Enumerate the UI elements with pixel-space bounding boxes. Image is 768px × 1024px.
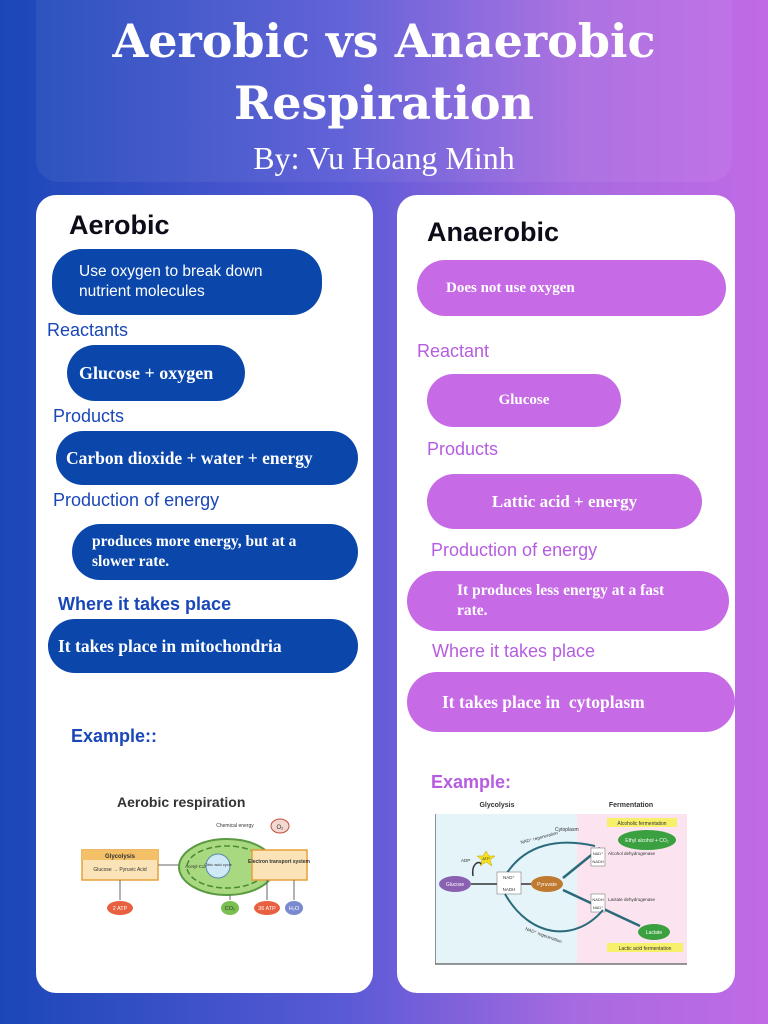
nad-regen-bottom-arrow xyxy=(504,893,604,933)
aerobic-place-label: Where it takes place xyxy=(58,594,232,614)
citric-label: Citric acid cycle xyxy=(204,862,233,867)
anaerobic-energy-pill: It produces less energy at a fast rate. xyxy=(407,571,729,631)
fermentation-region-title: Fermentation xyxy=(609,802,653,809)
anaerobic-example-label: Example: xyxy=(431,772,512,792)
glucose-label: Glucose xyxy=(446,882,465,888)
anaerobic-place-label: Where it takes place xyxy=(432,641,596,661)
ets-box xyxy=(251,849,308,881)
aerobic-example-label: Example:: xyxy=(71,726,158,746)
co2-label: CO₂ xyxy=(225,906,235,912)
aerobic-diagram-title: Aerobic respiration xyxy=(117,794,245,810)
anaerobic-reactant-label: Reactant xyxy=(417,341,490,361)
aerobic-products-pill: Carbon dioxide + water + energy xyxy=(56,431,358,485)
ets-label: Electron transport system xyxy=(248,859,311,865)
lactic-label: Lactic acid fermentation xyxy=(619,946,672,952)
h2o-node xyxy=(285,901,303,915)
anaerobic-definition: Does not use oxygen xyxy=(446,279,575,296)
nad-box-left xyxy=(496,871,522,895)
cytoplasm-label: Cytoplasm xyxy=(555,827,579,833)
o2-label: O₂ xyxy=(277,825,285,831)
atp36-label: 36 ATP xyxy=(258,906,276,912)
lactate-node xyxy=(638,924,670,940)
anaerobic-products-pill: Lattic acid + energy xyxy=(427,474,702,529)
nad-bottom-label: NAD⁺ xyxy=(593,905,604,910)
alcohol-dh-label: Alcohol dehydrogenase xyxy=(608,851,656,856)
nadh-left-label: NADH xyxy=(503,887,516,892)
alcoholic-label: Alcoholic fermentation xyxy=(617,821,666,827)
author-line: By: Vu Hoang Minh xyxy=(253,140,515,176)
anaerobic-fermentation-diagram: Glycolysis Fermentation Cytoplasm Alcoho… xyxy=(435,802,687,965)
h2o-label: H₂O xyxy=(289,906,300,912)
glycolysis-header xyxy=(82,850,158,860)
aerobic-energy-label: Production of energy xyxy=(53,490,220,510)
anaerobic-place: It takes place in cytoplasm xyxy=(442,691,645,712)
citric-acid-cycle xyxy=(205,853,231,879)
aerobic-energy-pill: produces more energy, but at a slower ra… xyxy=(72,524,358,580)
ethyl-node xyxy=(618,830,676,850)
atp-label: ATP xyxy=(482,856,490,861)
atp2-label: 2 ATP xyxy=(113,906,128,912)
aerobic-heading: Aerobic xyxy=(69,210,170,240)
glucose-pyruvic-label: Glucose → Pyruvic Acid xyxy=(93,867,147,873)
alcoholic-label-box xyxy=(607,818,677,827)
anaerobic-heading: Anaerobic xyxy=(427,217,560,247)
lactate-dh-label: Lactate dehydrogenase xyxy=(608,897,656,902)
nad-left-label: NAD⁺ xyxy=(503,875,516,880)
aerobic-place: It takes place in mitochondria xyxy=(58,635,282,656)
title-line-2: Respiration xyxy=(234,76,534,130)
aerobic-respiration-diagram: Aerobic respiration Glycolysis Glucose →… xyxy=(81,794,311,915)
title-line-1: Aerobic vs Anaerobic xyxy=(112,14,656,68)
anaerobic-energy: It produces less energy at a fast rate. xyxy=(457,582,665,619)
aerobic-reactants: Glucose + oxygen xyxy=(79,362,214,383)
anaerobic-reactant: Glucose xyxy=(498,392,550,408)
aerobic-definition-pill: Use oxygen to break down nutrient molecu… xyxy=(52,249,322,315)
aerobic-products-label: Products xyxy=(53,406,125,426)
anaerobic-products-label: Products xyxy=(427,439,499,459)
nad-regen-top-arrow xyxy=(504,841,596,877)
atp2-node xyxy=(107,901,133,915)
nad-top-label: NAD⁺ xyxy=(593,851,604,856)
aerobic-products: Carbon dioxide + water + energy xyxy=(66,447,313,468)
chemical-energy-label: Chemical energy xyxy=(216,823,254,829)
anaerobic-definition-pill: Does not use oxygen xyxy=(417,260,726,316)
lactate-label: Lactate xyxy=(646,930,663,936)
co2-node xyxy=(221,901,239,915)
pyruvate-label: Pyruvate xyxy=(537,882,557,888)
glucose-node xyxy=(439,876,471,892)
page-title: Aerobic vs Anaerobic Respiration xyxy=(0,10,768,134)
anaerobic-place-pill: It takes place in cytoplasm xyxy=(407,672,735,732)
anaerobic-reactant-pill: Glucose xyxy=(427,374,621,427)
aerobic-energy: produces more energy, but at a slower ra… xyxy=(92,533,297,570)
pyruvate-node xyxy=(531,876,563,892)
atp36-node xyxy=(254,901,280,915)
ethyl-label: Ethyl alcohol + CO₂ xyxy=(625,838,669,844)
anaerobic-energy-label: Production of energy xyxy=(431,540,598,560)
glycolysis-region-title: Glycolysis xyxy=(479,802,514,809)
o2-node xyxy=(270,818,290,834)
aerobic-panel: Aerobic Use oxygen to break down nutrien… xyxy=(36,195,373,993)
atp-arrow xyxy=(471,861,482,877)
glycolysis-label: Glycolysis xyxy=(105,854,136,860)
anaerobic-products: Lattic acid + energy xyxy=(491,491,638,511)
nad-box-top xyxy=(590,847,606,867)
atp-star-icon xyxy=(476,850,496,867)
aerobic-definition: Use oxygen to break down nutrient molecu… xyxy=(79,263,263,300)
aerobic-reactants-pill: Glucose + oxygen xyxy=(67,345,245,401)
adp-label: ADP xyxy=(461,858,470,863)
header-panel xyxy=(36,0,732,182)
nadh-top-label: NADH xyxy=(592,859,603,864)
nad-box-bottom xyxy=(590,893,606,913)
anaerobic-panel: Anaerobic Does not use oxygen Reactant G… xyxy=(397,195,735,993)
aerobic-place-pill: It takes place in mitochondria xyxy=(48,619,358,673)
lactic-label-box xyxy=(607,943,683,952)
nadh-bottom-label: NADH xyxy=(592,897,603,902)
aerobic-reactants-label: Reactants xyxy=(47,320,129,340)
acetyl-label: Acetyl-CoA xyxy=(185,864,208,869)
